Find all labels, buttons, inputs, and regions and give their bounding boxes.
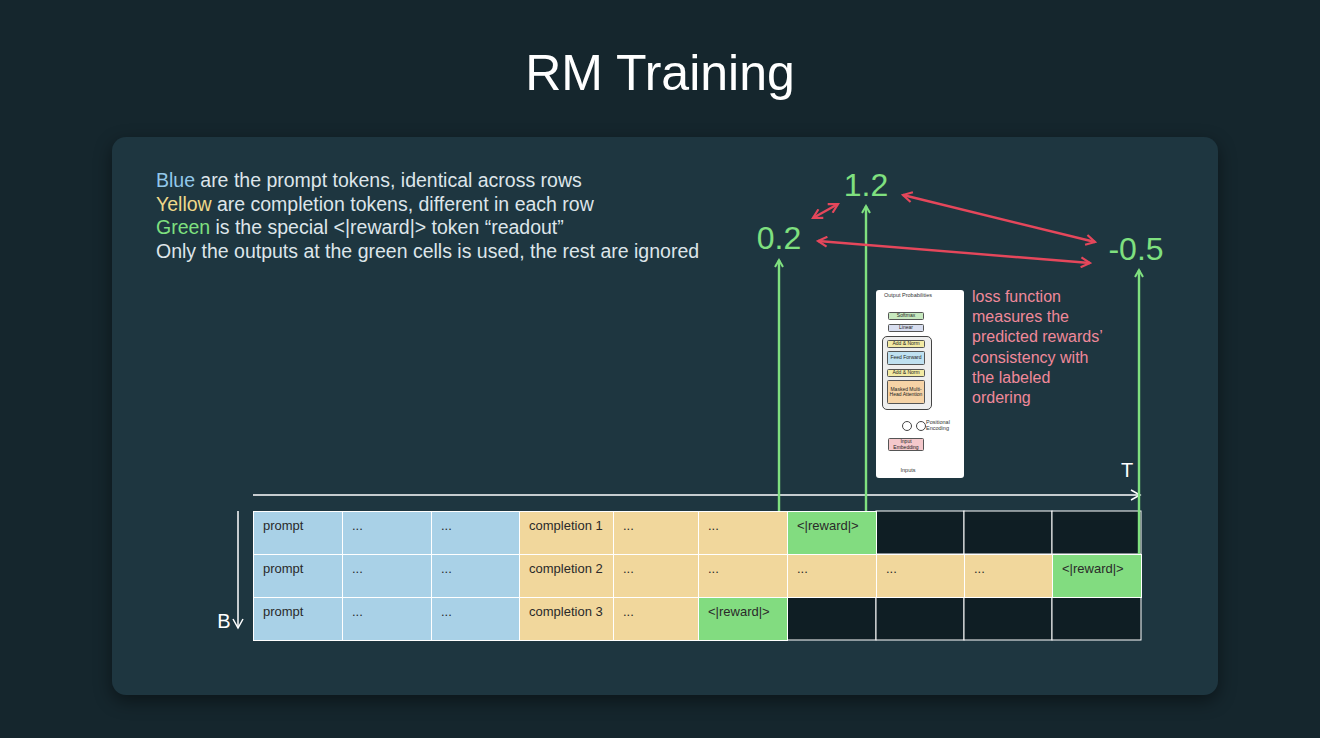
note: Only the outputs at the green cells is u… xyxy=(156,240,699,262)
token-label: ... xyxy=(352,604,363,619)
completion-token: ... xyxy=(698,554,788,598)
token-label: <|reward|> xyxy=(1062,561,1124,576)
token-label: ... xyxy=(352,561,363,576)
reward-value: 0.2 xyxy=(757,220,801,256)
token-label: ... xyxy=(886,561,897,576)
note-line: Only the outputs at the green cells is u… xyxy=(156,240,699,263)
completion-token: ... xyxy=(964,554,1053,598)
prompt-token: ... xyxy=(431,597,520,641)
prompt-token: prompt xyxy=(253,554,343,598)
reward-value: -0.5 xyxy=(1108,231,1163,267)
completion-token: ... xyxy=(787,554,877,598)
note-line: Blueare the prompt tokens, identical acr… xyxy=(156,169,582,192)
yellow-key: Yellow xyxy=(156,193,212,215)
layer-box: Masked Multi-Head Attention xyxy=(887,380,925,404)
token-label: prompt xyxy=(263,561,303,576)
note-line: Yelloware completion tokens, different i… xyxy=(156,193,594,216)
prompt-token: ... xyxy=(342,597,432,641)
legend-note: is the special <|reward|> token “readout… xyxy=(215,216,563,238)
token-label: completion 3 xyxy=(529,604,603,619)
token-label: prompt xyxy=(263,604,303,619)
layer-box: Add & Norm xyxy=(887,340,925,348)
token-label: completion 1 xyxy=(529,518,603,533)
token-label: ... xyxy=(797,561,808,576)
prompt-token: ... xyxy=(431,511,520,555)
reward-token: <|reward|> xyxy=(1052,554,1142,598)
token-label: <|reward|> xyxy=(797,518,859,533)
completion-token: ... xyxy=(876,554,965,598)
batch-axis xyxy=(237,511,239,628)
layer-box: Feed Forward xyxy=(887,351,925,365)
positional-encoding-symbol xyxy=(916,421,926,431)
figure-label: Inputs xyxy=(890,468,926,474)
layer-label: Softmax xyxy=(897,313,915,318)
readout-arrows xyxy=(779,206,1139,597)
completion-token: completion 1 xyxy=(519,511,614,555)
layer-label: Linear xyxy=(899,325,913,330)
layer-box: Add & Norm xyxy=(887,369,925,377)
token-label: ... xyxy=(708,561,719,576)
layer-label: Masked Multi-Head Attention xyxy=(888,387,924,398)
prompt-token: ... xyxy=(342,554,432,598)
token-label: ... xyxy=(441,561,452,576)
prompt-token: ... xyxy=(342,511,432,555)
token-label: ... xyxy=(352,518,363,533)
completion-token: completion 3 xyxy=(519,597,614,641)
token-label: ... xyxy=(623,604,634,619)
add-symbol xyxy=(902,421,912,431)
reward-token: <|reward|> xyxy=(698,597,788,641)
token-label: prompt xyxy=(263,518,303,533)
reward-value: 1.2 xyxy=(844,167,888,203)
axis-label: T xyxy=(1121,459,1133,482)
reward-token: <|reward|> xyxy=(787,511,877,555)
prompt-token: prompt xyxy=(253,511,343,555)
prompt-token: prompt xyxy=(253,597,343,641)
layer-box: Linear xyxy=(888,324,924,332)
completion-token: ... xyxy=(613,554,699,598)
comparison-arrows xyxy=(813,195,1095,263)
token-label: ... xyxy=(974,561,985,576)
prompt-token: ... xyxy=(431,554,520,598)
layer-label: Input Embedding xyxy=(889,439,923,450)
layer-box: Input Embedding xyxy=(888,438,924,451)
token-label: <|reward|> xyxy=(708,604,770,619)
layer-label: Add & Norm xyxy=(892,370,919,375)
loss-note: loss function measures the predicted rew… xyxy=(972,287,1112,408)
time-axis xyxy=(253,494,1140,496)
figure-label: Positional Encoding xyxy=(926,420,962,432)
token-label: ... xyxy=(623,518,634,533)
completion-token: ... xyxy=(698,511,788,555)
legend-note: are the prompt tokens, identical across … xyxy=(200,169,582,191)
completion-token: ... xyxy=(613,511,699,555)
green-key: Green xyxy=(156,216,210,238)
completion-token: ... xyxy=(613,597,699,641)
transformer-figure: Output ProbabilitiesPositional EncodingI… xyxy=(876,290,964,478)
token-label: ... xyxy=(441,518,452,533)
legend-note: are completion tokens, different in each… xyxy=(217,193,594,215)
note-line: Greenis the special <|reward|> token “re… xyxy=(156,216,564,239)
title: RM Training xyxy=(0,44,1320,102)
layer-label: Add & Norm xyxy=(892,341,919,346)
empty-cells xyxy=(787,511,1141,640)
figure-label: Output Probabilities xyxy=(880,293,936,299)
token-label: ... xyxy=(623,561,634,576)
completion-token: completion 2 xyxy=(519,554,614,598)
layer-label: Feed Forward xyxy=(890,355,921,360)
blue-key: Blue xyxy=(156,169,195,191)
axis-label: B xyxy=(217,610,230,633)
token-label: completion 2 xyxy=(529,561,603,576)
token-label: ... xyxy=(708,518,719,533)
layer-box: Softmax xyxy=(888,312,924,320)
token-label: ... xyxy=(441,604,452,619)
